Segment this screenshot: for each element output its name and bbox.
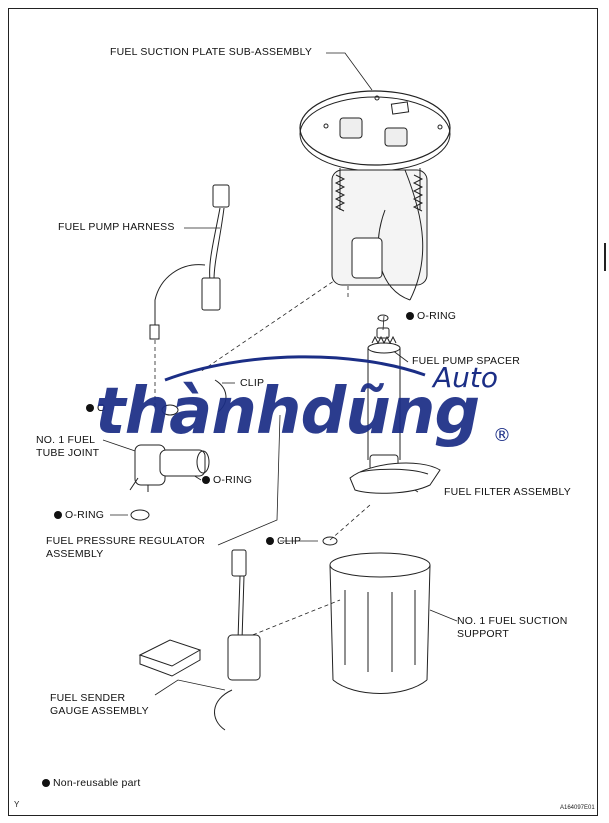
page-edge-mark xyxy=(604,243,606,271)
fuel-sender-gauge-drawing xyxy=(138,549,261,731)
label-no1-fuel-suction-support: NO. 1 FUEL SUCTION SUPPORT xyxy=(457,615,568,640)
fuel-pump-harness-drawing xyxy=(149,184,230,340)
pump-internals-drawing xyxy=(367,314,401,471)
label-text: O xyxy=(97,402,106,414)
fuel-filter-drawing xyxy=(349,462,441,494)
diagram-frame xyxy=(8,8,598,816)
label-o-ring-lower: O-RING xyxy=(54,509,104,522)
figure-code: A164097E01 xyxy=(560,805,595,811)
suction-support-drawing xyxy=(329,552,431,694)
non-reusable-dot-icon xyxy=(86,404,94,412)
label-o-ring-top: O-RING xyxy=(406,310,456,323)
non-reusable-dot-icon xyxy=(54,511,62,519)
label-clip-lower: CLIP xyxy=(266,535,301,548)
legend-non-reusable: Non-reusable part xyxy=(42,777,140,790)
label-fuel-filter-assembly: FUEL FILTER ASSEMBLY xyxy=(444,486,571,498)
label-fuel-pressure-regulator: FUEL PRESSURE REGULATOR ASSEMBLY xyxy=(46,535,206,560)
label-no1-fuel-tube-joint: NO. 1 FUEL TUBE JOINT xyxy=(36,434,100,459)
label-fuel-pump-harness: FUEL PUMP HARNESS xyxy=(58,221,175,233)
label-fuel-suction-plate: FUEL SUCTION PLATE SUB-ASSEMBLY xyxy=(110,46,313,58)
label-o-ring-left: O xyxy=(86,402,105,415)
non-reusable-dot-icon xyxy=(202,476,210,484)
corner-mark: Y xyxy=(14,800,20,809)
non-reusable-dot-icon xyxy=(42,779,50,787)
fuel-suction-plate-drawing xyxy=(299,90,451,301)
non-reusable-dot-icon xyxy=(406,312,414,320)
non-reusable-dot-icon xyxy=(266,537,274,545)
label-o-ring-middle: O-RING xyxy=(202,474,252,487)
label-text: O-RING xyxy=(65,509,105,521)
tube-joint-drawing xyxy=(129,379,338,546)
label-text: O-RING xyxy=(417,310,457,322)
label-fuel-pump-spacer: FUEL PUMP SPACER xyxy=(412,355,521,367)
label-text: O-RING xyxy=(213,474,253,486)
label-fuel-sender-gauge: FUEL SENDER GAUGE ASSEMBLY xyxy=(50,692,149,717)
legend-text: Non-reusable part xyxy=(53,777,141,789)
label-clip-upper: CLIP xyxy=(240,377,265,389)
label-text: CLIP xyxy=(277,535,302,547)
